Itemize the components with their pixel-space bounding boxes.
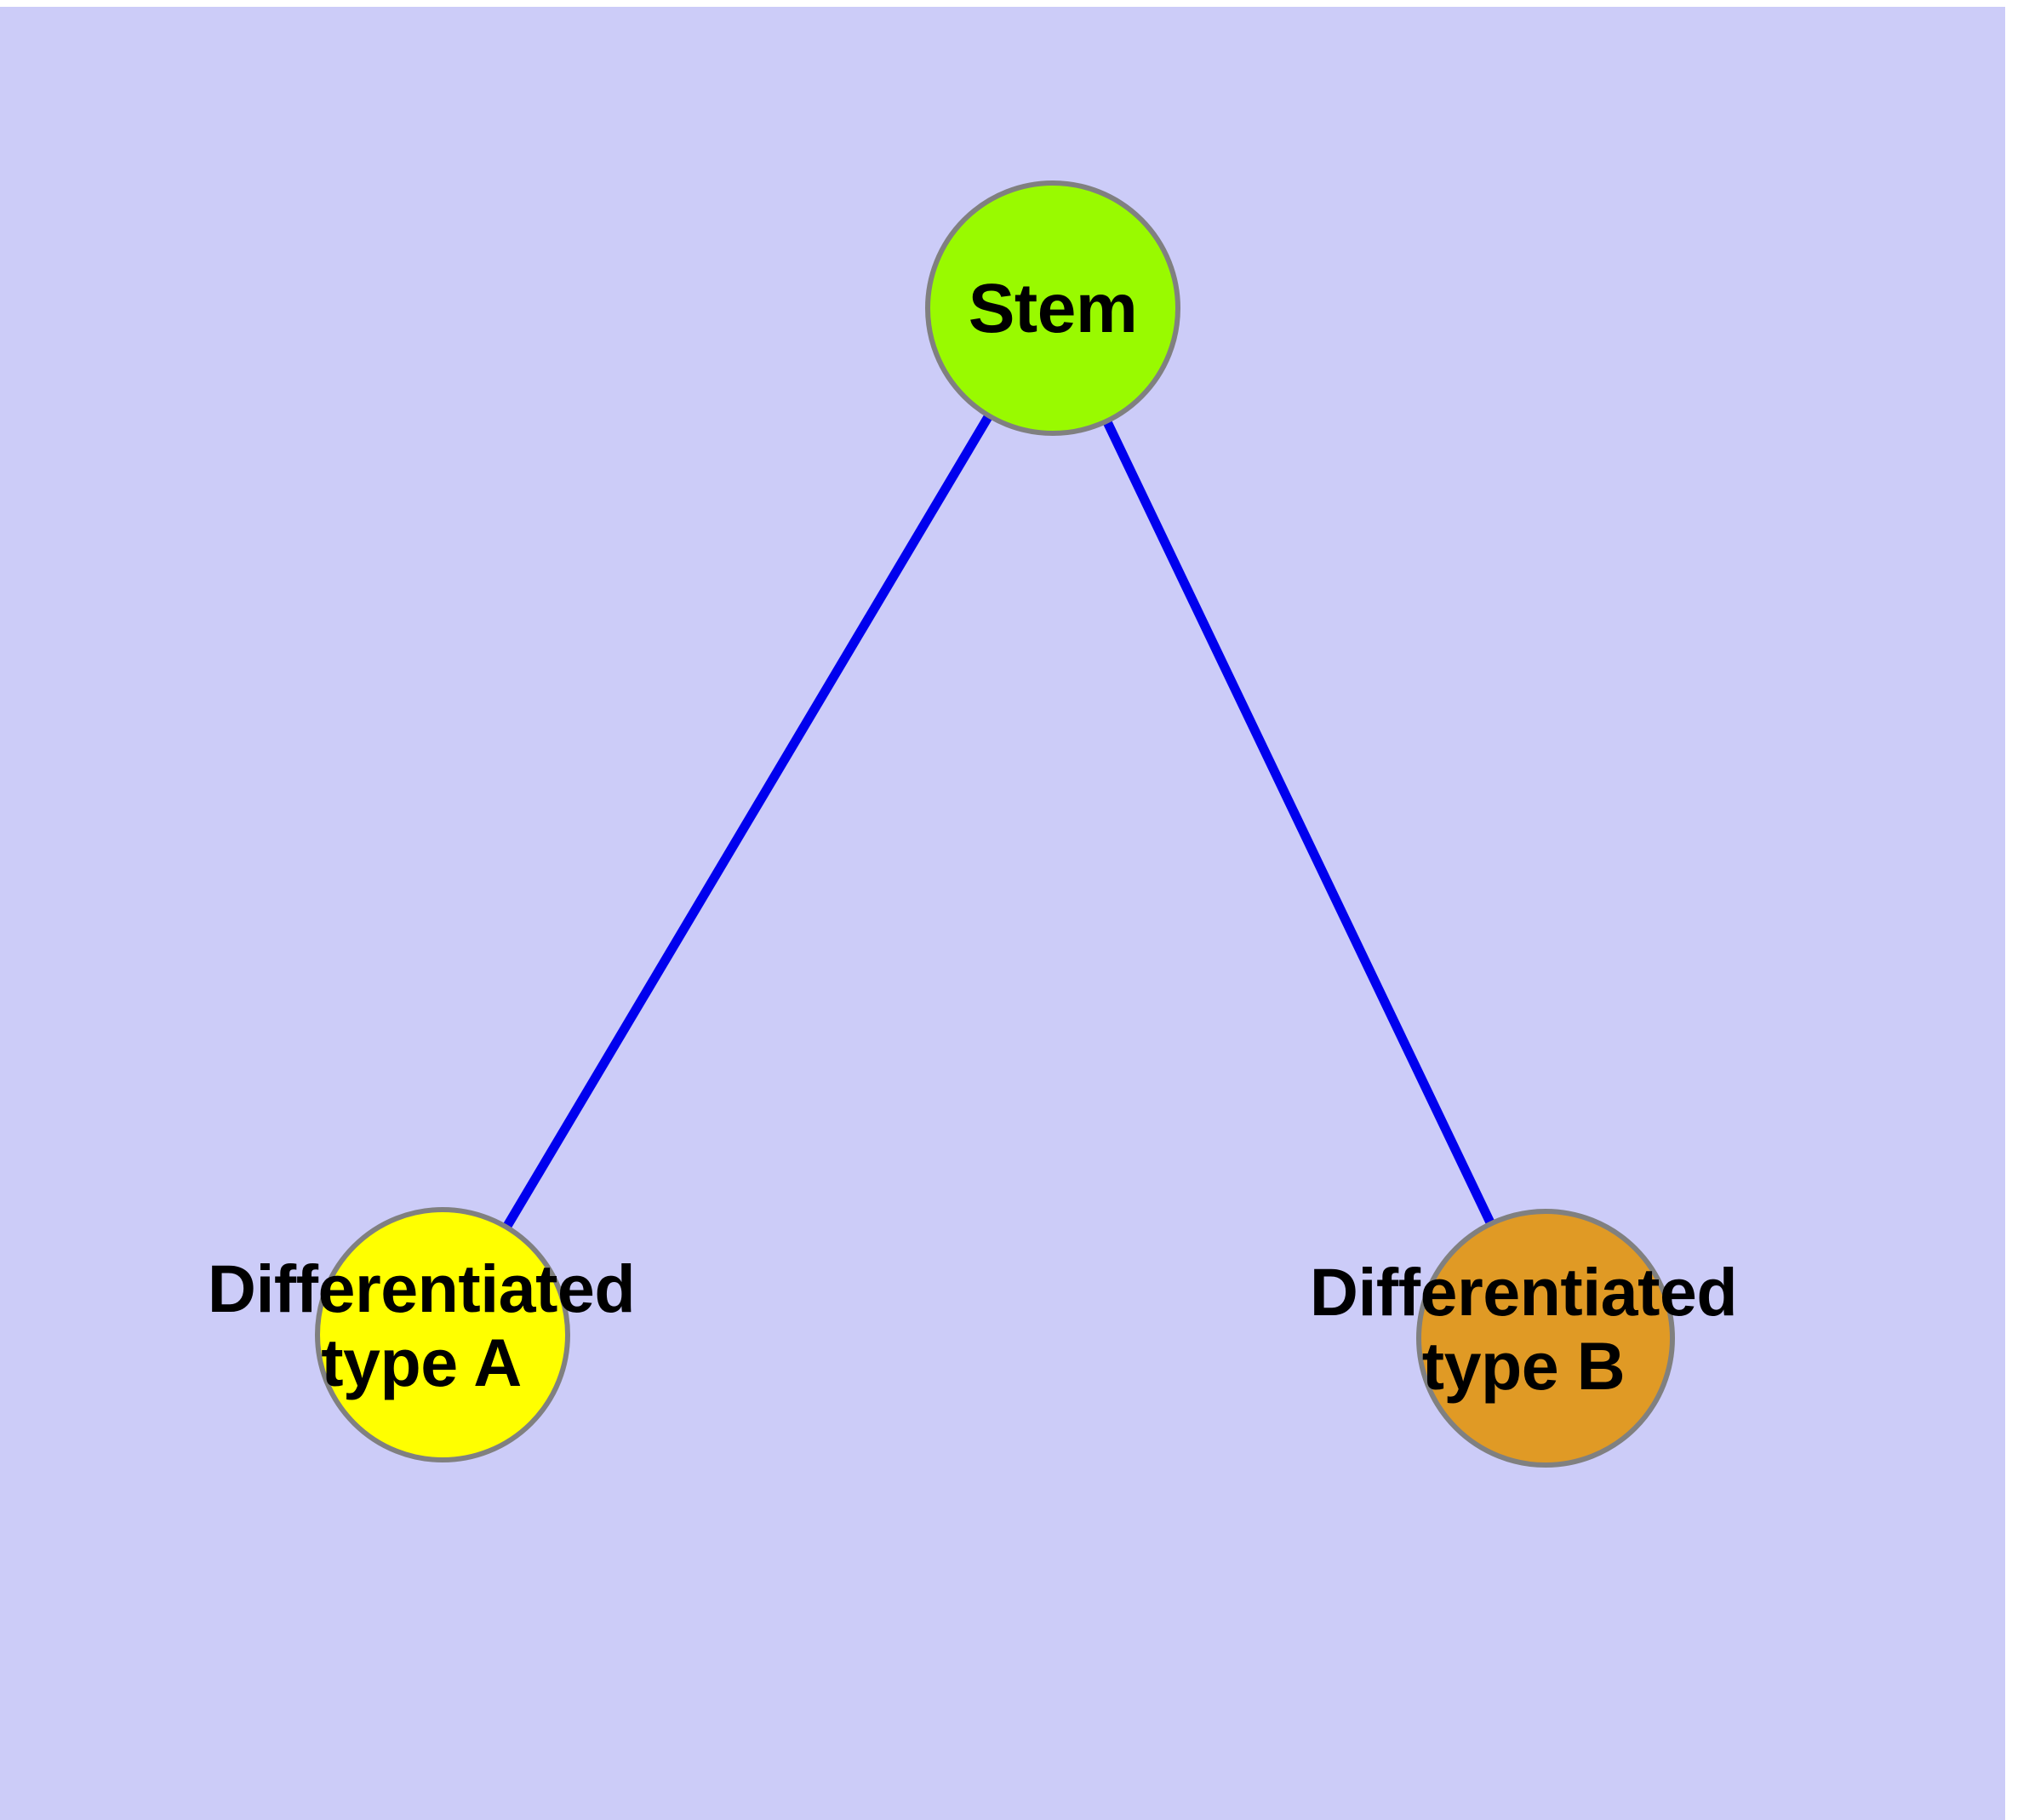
graph-svg [315,180,1675,1468]
node-stem[interactable] [925,180,1180,436]
node-differentiated-type-a[interactable] [315,1207,570,1462]
diagram-plot-area: Stem Differentiated type A Differentiate… [0,7,2005,1820]
node-differentiated-type-b[interactable] [1416,1209,1675,1468]
node-layer [315,180,1675,1468]
edge-stem-diff-b[interactable] [1049,306,1550,1341]
edge-layer [438,306,1550,1341]
edge-stem-diff-a[interactable] [438,306,1057,1337]
